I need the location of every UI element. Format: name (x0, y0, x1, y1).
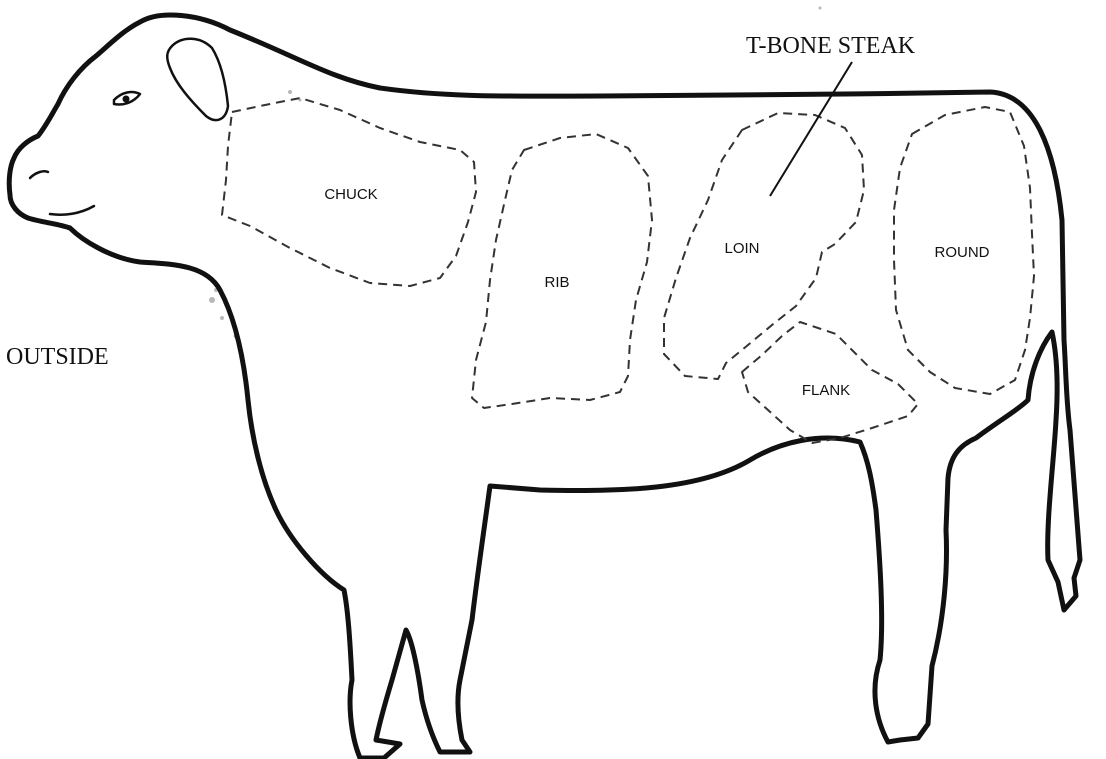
cow-body-outline (9, 15, 1080, 758)
rib-label: RIB (544, 274, 569, 291)
ear-shape (167, 39, 228, 120)
eye-pupil (123, 96, 130, 103)
scan-noise (209, 7, 822, 339)
mouth-line (50, 206, 94, 215)
round-label: ROUND (935, 244, 990, 261)
loin-region (664, 113, 864, 379)
loin-label: LOIN (724, 240, 759, 257)
rib-region (472, 134, 652, 408)
flank-label: FLANK (802, 382, 850, 399)
outside-label: OUTSIDE (6, 344, 109, 370)
nostril-shape (30, 171, 48, 178)
chuck-label: CHUCK (324, 186, 377, 203)
t-bone-pointer-line (770, 62, 852, 196)
t-bone-steak-label: T-BONE STEAK (746, 33, 916, 59)
